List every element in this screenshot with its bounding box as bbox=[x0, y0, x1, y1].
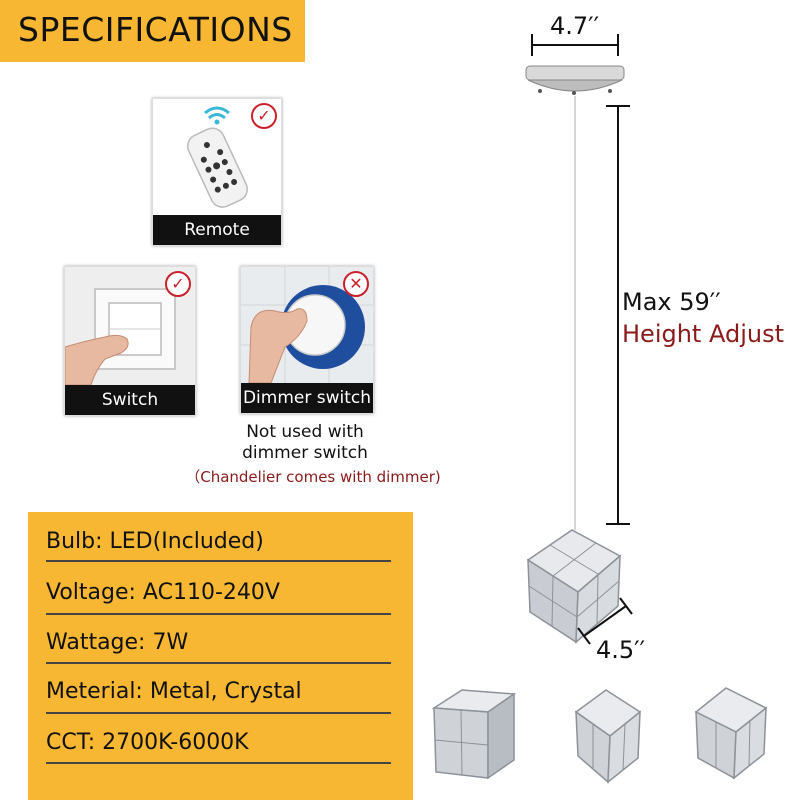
check-icon: ✓ bbox=[251, 103, 277, 129]
spec-voltage: Voltage: AC110-240V bbox=[46, 580, 280, 605]
spec-divider bbox=[46, 662, 391, 664]
crystal-cube-variant-2 bbox=[574, 689, 642, 784]
cross-icon: ✕ bbox=[343, 271, 369, 297]
ceiling-canopy bbox=[525, 65, 625, 81]
remote-control-label: Remote control bbox=[153, 215, 281, 245]
remote-control-card: ✓ Remote control bbox=[152, 98, 282, 246]
remote-control-image bbox=[186, 106, 248, 208]
switch-card: ✓ Switch bbox=[64, 266, 196, 416]
spec-divider bbox=[46, 560, 391, 562]
dimmer-switch-label: Dimmer switch bbox=[241, 383, 373, 413]
not-used-note-line-1: Not used with bbox=[246, 422, 364, 442]
spec-divider bbox=[46, 712, 391, 714]
cube-width-label: 4.5′′ bbox=[596, 636, 646, 664]
spec-wattage: Wattage: 7W bbox=[46, 630, 189, 655]
dimmer-switch-card: ✕ Dimmer switch bbox=[240, 266, 374, 414]
chandelier-dimmer-note: （Chandelier comes with dimmer) bbox=[185, 468, 441, 486]
switch-label: Switch bbox=[65, 385, 195, 415]
spec-divider bbox=[46, 613, 391, 615]
height-adjust-label: Height Adjust bbox=[622, 320, 784, 348]
spec-bulb: Bulb: LED(Included) bbox=[46, 529, 264, 554]
specifications-banner bbox=[0, 0, 305, 62]
not-used-note-line-2: dimmer switch bbox=[242, 443, 368, 463]
max-height-label: Max 59′′ bbox=[622, 288, 721, 316]
canopy-width-label: 4.7′′ bbox=[550, 12, 600, 40]
spec-divider bbox=[46, 762, 391, 764]
page-title: SPECIFICATIONS bbox=[18, 10, 293, 49]
crystal-cube-main bbox=[526, 529, 622, 644]
spec-material: Meterial: Metal, Crystal bbox=[46, 679, 302, 704]
crystal-cube-variant-3 bbox=[694, 687, 768, 780]
crystal-cube-variant-1 bbox=[431, 689, 517, 780]
check-icon: ✓ bbox=[165, 271, 191, 297]
wifi-signal-icon bbox=[204, 106, 230, 115]
spec-cct: CCT: 2700K-6000K bbox=[46, 730, 249, 755]
